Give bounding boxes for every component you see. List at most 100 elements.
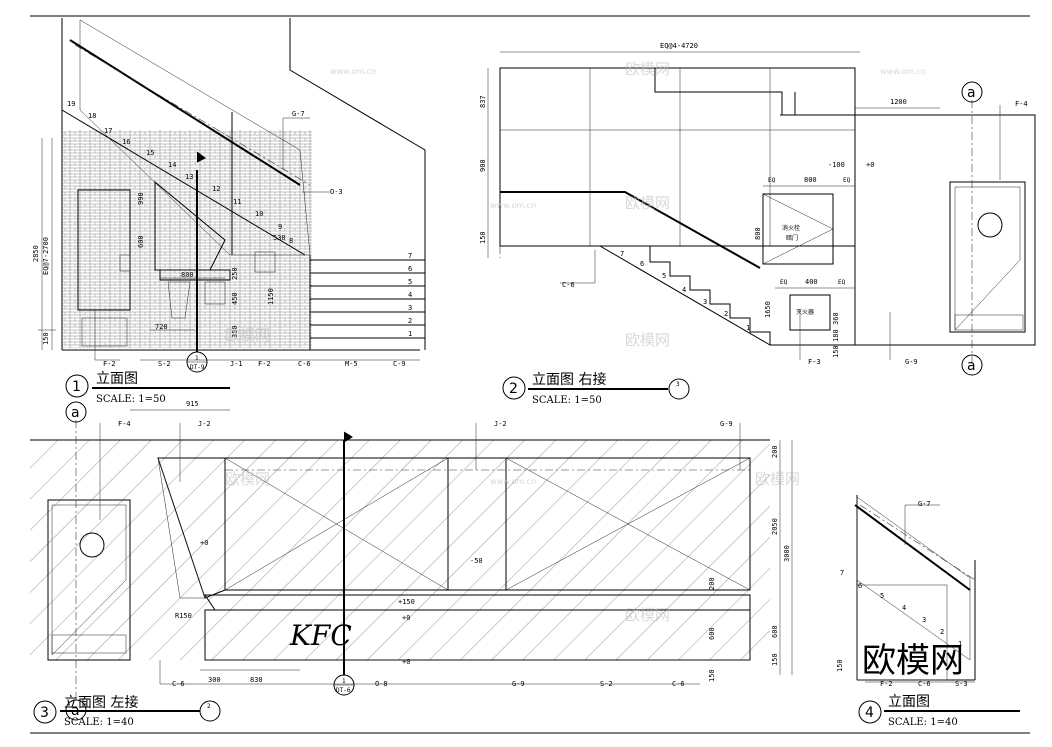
section-marker-num: 1 bbox=[195, 355, 199, 362]
step-number: 4 bbox=[902, 604, 906, 612]
watermark: 欧模网 bbox=[625, 606, 670, 624]
drawing-number-circle bbox=[502, 376, 526, 400]
stair-soffit-hatch bbox=[79, 19, 311, 256]
material-tag: C-6 bbox=[562, 281, 575, 289]
drawing-scale: SCALE: 1=40 bbox=[888, 717, 958, 728]
step-number: 12 bbox=[212, 185, 220, 193]
drawing-number: 1 bbox=[72, 379, 81, 395]
reference-circle bbox=[668, 378, 690, 400]
watermark: 欧模网 bbox=[625, 60, 670, 78]
material-tag: F-3 bbox=[808, 358, 821, 366]
dim-text: 250 bbox=[231, 267, 239, 280]
material-tag: S-3 bbox=[955, 680, 968, 688]
stair-steps-1: 7 6 5 4 3 2 1 bbox=[309, 252, 425, 350]
step-number: 6 bbox=[858, 582, 862, 590]
step-number: 17 bbox=[104, 127, 112, 135]
step-number: 5 bbox=[662, 272, 666, 280]
drawing-number-circle bbox=[65, 374, 89, 398]
material-tag: G-9 bbox=[905, 358, 918, 366]
material-tag: J-1 bbox=[230, 360, 243, 368]
cabinet-label: 暗门 bbox=[786, 234, 798, 242]
step-number: 10 bbox=[255, 210, 263, 218]
dim-text: 150 bbox=[42, 332, 50, 345]
dim-text: 600 bbox=[771, 625, 779, 638]
section-marker-sheet: DT-6 bbox=[336, 687, 351, 694]
watermark: 欧模网 bbox=[625, 194, 670, 212]
drawing-title: 立面图 bbox=[888, 694, 930, 710]
step-number: 6 bbox=[408, 265, 412, 273]
level-text: +0 bbox=[402, 658, 410, 666]
step-number: 3 bbox=[922, 616, 926, 624]
dim-text: 720 bbox=[155, 323, 168, 331]
material-tag: C-6 bbox=[918, 680, 931, 688]
step-number: 13 bbox=[185, 173, 193, 181]
material-tag: F-2 bbox=[103, 360, 116, 368]
step-number: 8 bbox=[289, 237, 293, 245]
step-number: 1 bbox=[746, 324, 750, 332]
dim-text: 150 bbox=[832, 345, 840, 358]
service-door bbox=[77, 189, 131, 311]
reference-circle bbox=[199, 700, 221, 722]
elevation-4: 6 5 4 3 2 1 7 150 G-7 F-2 C-6 S-3 4 立面图 … bbox=[836, 495, 1020, 728]
drawing-number: 2 bbox=[509, 381, 518, 397]
drawing-number-circle bbox=[33, 700, 57, 724]
level-text: +0 bbox=[402, 614, 410, 622]
reference-number: 2 bbox=[207, 703, 211, 710]
material-tag: C-6 bbox=[298, 360, 311, 368]
elevation-2: EQ@4-4720 a a 1200 -100 +0 F-4 消火栓 暗门 80… bbox=[479, 42, 1036, 406]
watermark: 欧模网 bbox=[625, 331, 670, 349]
dim-text: 800 bbox=[804, 176, 817, 184]
step-number: 2 bbox=[408, 317, 412, 325]
material-tag: J-2 bbox=[198, 420, 211, 428]
dim-text: EQ@4-4720 bbox=[660, 42, 698, 50]
drawing-title: 立面图 bbox=[96, 371, 138, 387]
step-number: 15 bbox=[146, 149, 154, 157]
material-tag: F-2 bbox=[880, 680, 893, 688]
level-text: +0 bbox=[866, 161, 874, 169]
drawing-scale: SCALE: 1=50 bbox=[96, 394, 166, 405]
dim-text: 800 bbox=[181, 271, 194, 279]
step-number: 11 bbox=[233, 198, 241, 206]
dim-text: 830 bbox=[250, 676, 263, 684]
grid-bubble bbox=[961, 354, 983, 376]
dim-text: EQ bbox=[768, 177, 776, 184]
watermark: 欧模网 bbox=[225, 326, 270, 344]
dim-text: EQ bbox=[843, 177, 851, 184]
watermark: 欧模网 bbox=[225, 470, 270, 488]
step-number: 5 bbox=[408, 278, 412, 286]
drawing-number: 3 bbox=[40, 705, 49, 721]
watermark: 欧模网 bbox=[755, 470, 800, 488]
drawing-scale: SCALE: 1=50 bbox=[532, 395, 602, 406]
watermark: www.om.cn bbox=[490, 201, 536, 210]
dim-text: 150 bbox=[771, 653, 779, 666]
dim-text: 200 bbox=[708, 577, 716, 590]
dim-text: 200 bbox=[771, 445, 779, 458]
step-number: 3 bbox=[408, 304, 412, 312]
level-text: -50 bbox=[470, 557, 483, 565]
dim-text: 150 bbox=[479, 231, 487, 244]
drawing-number: 4 bbox=[865, 705, 874, 721]
extinguisher-box bbox=[789, 294, 831, 331]
material-tag: O-3 bbox=[330, 188, 343, 196]
drawing-scale: SCALE: 1=40 bbox=[64, 717, 134, 728]
dim-text: 1650 bbox=[764, 301, 772, 318]
step-number: 1 bbox=[958, 640, 962, 648]
dim-text: 837 bbox=[479, 95, 487, 108]
cabinet-label: 消火栓 bbox=[782, 224, 800, 232]
dim-text: 350 bbox=[231, 325, 239, 338]
step-number: 7 bbox=[620, 250, 624, 258]
section-marker-num: 1 bbox=[342, 678, 346, 685]
dim-text: 360 bbox=[832, 312, 840, 325]
grid-label: a bbox=[71, 405, 80, 421]
dim-text: 800 bbox=[754, 227, 762, 240]
access-door bbox=[949, 181, 1026, 333]
grid-bubble bbox=[961, 81, 983, 103]
drawing-title: 立面图 右接 bbox=[532, 371, 606, 388]
material-tag: G-9 bbox=[720, 420, 733, 428]
step-number: 2 bbox=[940, 628, 944, 636]
dim-text: 1150 bbox=[267, 288, 275, 305]
material-tag: J-2 bbox=[494, 420, 507, 428]
grid-label: a bbox=[967, 85, 976, 101]
